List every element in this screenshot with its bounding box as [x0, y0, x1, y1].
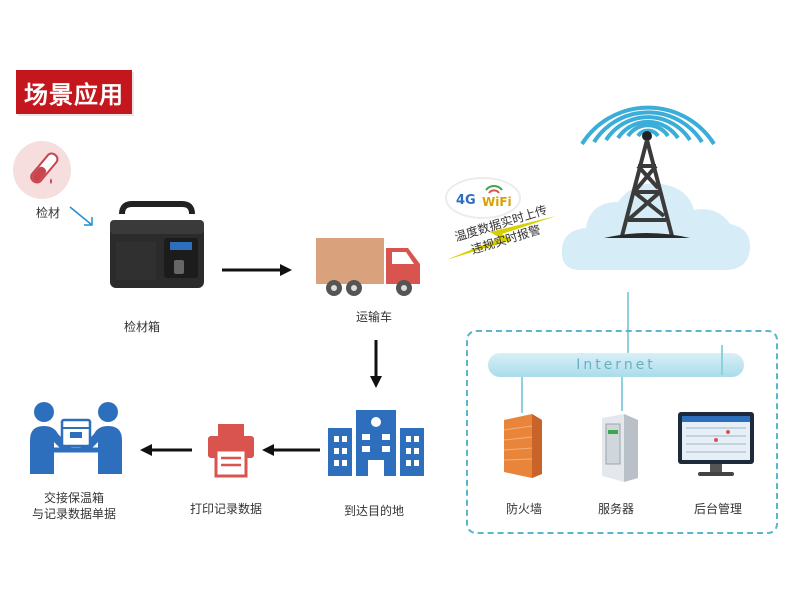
truck-to-destination-arrow	[370, 340, 382, 388]
box-to-truck-arrow	[222, 264, 292, 276]
cloud-to-network-line	[627, 292, 629, 354]
destination-to-printer-arrow	[262, 444, 320, 456]
printer-icon	[208, 424, 254, 478]
building-icon	[328, 410, 424, 476]
handover-label-line1: 交接保温箱	[43, 491, 105, 505]
monitor-icon	[678, 412, 754, 476]
sample-label: 检材	[36, 206, 61, 220]
internet-bar: Internet	[488, 353, 744, 377]
page-title: 场景应用	[16, 70, 132, 114]
badge-4g-text: 4G	[456, 193, 476, 208]
handover-label-line2: 与记录数据单据	[31, 507, 117, 521]
handover-label: 交接保温箱 与记录数据单据	[32, 490, 116, 522]
sample-box-label: 检材箱	[124, 320, 161, 334]
server-label: 服务器	[598, 502, 635, 516]
cell-tower-icon	[604, 131, 690, 238]
printer-label: 打印记录数据	[190, 502, 263, 516]
backend-label: 后台管理	[694, 502, 743, 516]
network-group-box	[466, 330, 778, 534]
truck-label: 运输车	[356, 310, 393, 324]
destination-label: 到达目的地	[344, 504, 405, 518]
server-icon	[602, 414, 638, 482]
sample-to-box-arrow	[69, 206, 93, 226]
printer-to-handover-arrow	[140, 444, 192, 456]
badge-wifi-text: WiFi	[482, 195, 512, 209]
cloud-icon	[561, 183, 750, 270]
test-tube-icon	[13, 141, 71, 199]
wireless-badge-icon: 4G WiFi	[445, 177, 521, 219]
firewall-icon	[503, 414, 542, 478]
cooler-box-icon	[110, 201, 204, 288]
lightning-bolt-icon	[446, 216, 556, 260]
firewall-label: 防火墙	[506, 502, 543, 516]
signal-waves-icon	[580, 105, 716, 146]
truck-icon	[316, 238, 420, 296]
handover-icon	[30, 402, 122, 474]
internet-drop-lines	[521, 345, 723, 413]
